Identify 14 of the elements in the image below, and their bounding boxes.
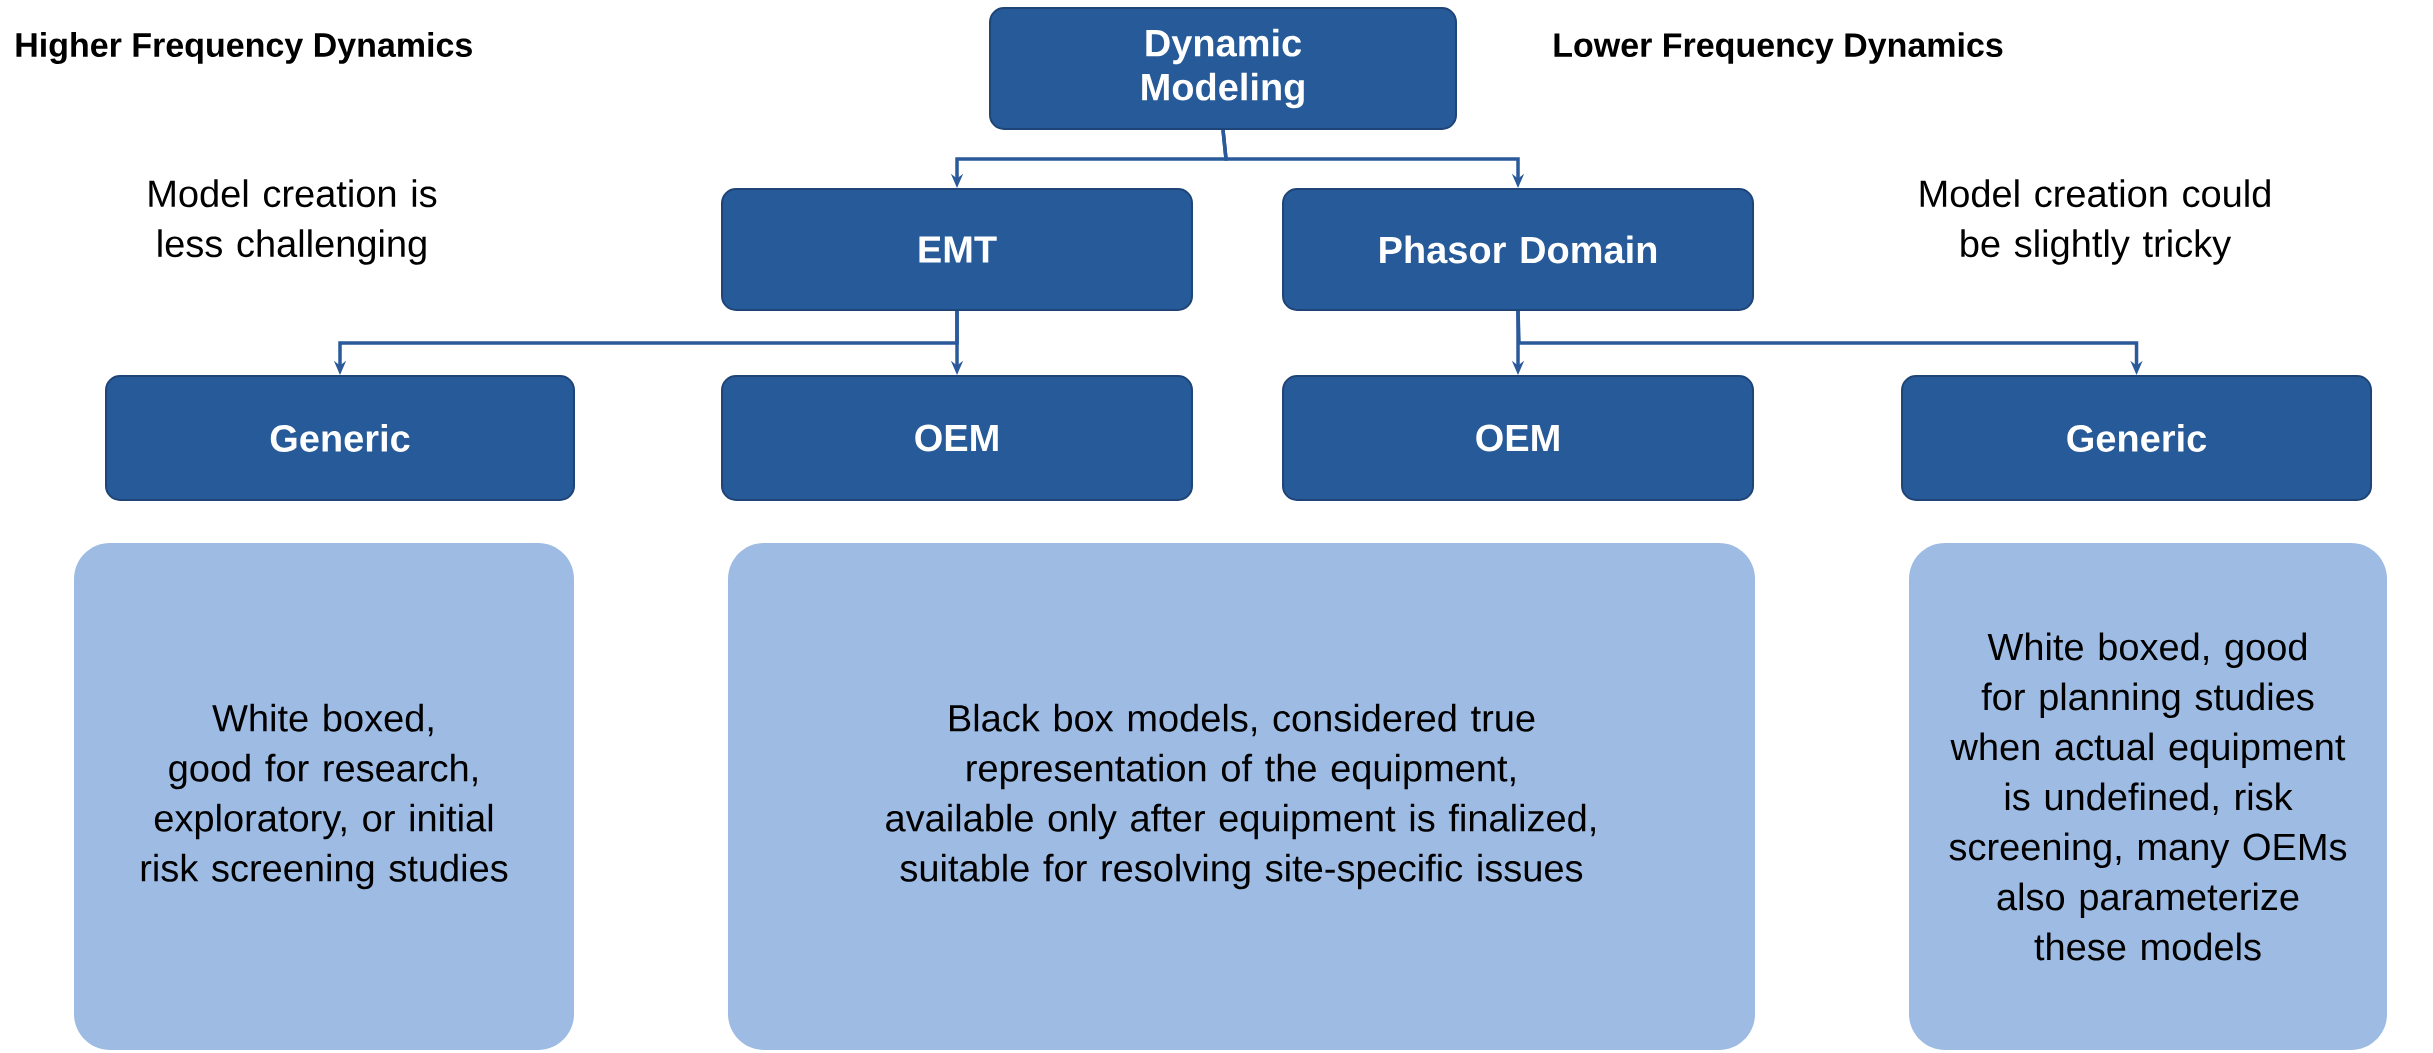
note-text: Model creation could be slightly tricky <box>1920 179 2270 265</box>
category-box: OEM <box>721 375 1193 501</box>
description-box: White boxed, good for planning studies when actual equipment is undefined, risk screening, many OEMs also parameterize these models <box>1909 543 2388 1050</box>
category-box: Generic <box>1901 375 2373 501</box>
category-box: EMT <box>721 188 1193 311</box>
section-heading: Higher Frequency Dynamics <box>16 32 472 64</box>
category-box: Dynamic Modeling <box>989 7 1457 130</box>
description-box: Black box models, considered true representation of the equipment, available only after equipment is finalized, suitable for resolving site-specific issues <box>728 543 1755 1050</box>
category-box: OEM <box>1282 375 1754 501</box>
category-box: Phasor Domain <box>1282 188 1754 311</box>
section-heading: Lower Frequency Dynamics <box>1554 32 2003 64</box>
note-text: Model creation is less challenging <box>149 179 437 265</box>
description-box: White boxed, good for research, exploratory, or initial risk screening studies <box>74 543 574 1050</box>
category-box: Generic <box>105 375 575 501</box>
